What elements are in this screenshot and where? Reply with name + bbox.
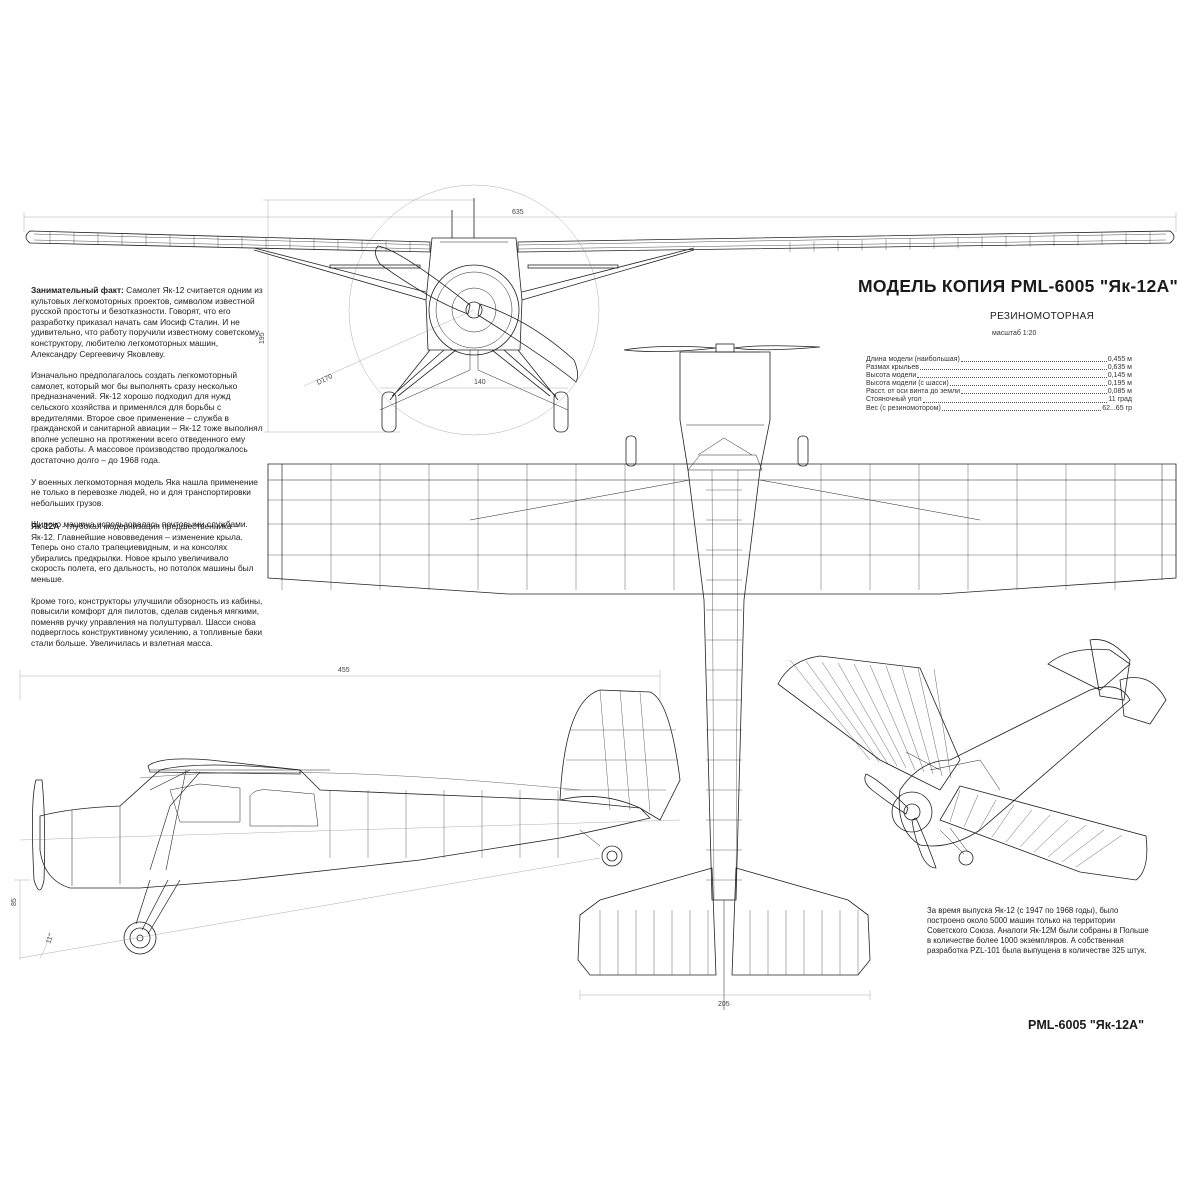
spec-leader	[919, 364, 1107, 371]
dim-angle: 11°	[44, 932, 55, 944]
fact-label: Занимательный факт:	[31, 285, 124, 295]
yak12a-body: - глубокая модернизация предшественника …	[31, 521, 254, 584]
spec-label: Расст. от оси винта до земли	[866, 388, 961, 396]
spec-label: Стояночный угол	[866, 396, 922, 404]
dim-length: 455	[338, 667, 350, 674]
spec-label: Высота модели (с шасси)	[866, 380, 949, 388]
yak12a-text-block: Як-12А - глубокая модернизация предшеств…	[31, 521, 263, 660]
yak12a-label: Як-12А	[31, 521, 60, 531]
spec-leader	[922, 396, 1108, 403]
spec-label: Высота модели	[866, 372, 917, 380]
dim-span: 635	[512, 209, 524, 216]
spec-leader	[960, 356, 1107, 363]
spec-value: 11 град	[1108, 396, 1132, 404]
spec-value: 62...65 гр	[1102, 404, 1132, 412]
dim-prop: D170	[316, 373, 334, 387]
spec-leader	[961, 388, 1107, 395]
dim-height: 195	[259, 332, 266, 344]
dim-track: 140	[474, 379, 486, 386]
spec-row: Вес (с резиномотором) 62...65 гр	[866, 405, 1132, 413]
paragraph-3: Широко машина использовалась почтовыми с…	[31, 519, 248, 530]
spec-label: Размах крыльев	[866, 364, 919, 372]
top-view	[267, 343, 1177, 1010]
history-text: За время выпуска Як-12 (с 1947 по 1968 г…	[927, 906, 1149, 955]
fact-text-block: Занимательный факт: Самолет Як-12 считае…	[31, 285, 263, 541]
spec-value: 0,455 м	[1107, 356, 1132, 363]
spec-row: Размах крыльев 0,635 м	[866, 364, 1132, 372]
spec-leader	[917, 372, 1107, 379]
spec-row: Расст. от оси винта до земли 0,085 м	[866, 388, 1132, 396]
paragraph-2: У военных легкомоторная модель Яка нашла…	[31, 476, 258, 508]
dim-axis-height: 85	[11, 898, 18, 906]
spec-leader	[941, 405, 1102, 411]
paragraph-1: Изначально предполагалось создать легком…	[31, 370, 263, 465]
side-view	[14, 670, 681, 960]
spec-row: Высота модели 0,145 м	[866, 372, 1132, 380]
spec-leader	[949, 380, 1107, 387]
paragraph-last: Кроме того, конструкторы улучшили обзорн…	[31, 595, 263, 648]
spec-value: 0,195 м	[1107, 380, 1132, 388]
fact-paragraph: Занимательный факт: Самолет Як-12 считае…	[31, 285, 263, 359]
spec-value: 0,635 м	[1107, 364, 1132, 372]
footer-title: PML-6005 "Як-12А"	[1028, 1018, 1145, 1032]
perspective-view	[777, 639, 1167, 881]
spec-row: Высота модели (с шасси) 0,195 м	[866, 380, 1132, 388]
spec-row: Длина модели (наибольшая) 0,455 м	[866, 356, 1132, 364]
spec-value: 0,085 м	[1107, 388, 1132, 396]
front-view	[23, 184, 1177, 436]
yak12a-paragraph: Як-12А - глубокая модернизация предшеств…	[31, 521, 263, 585]
page-title: МОДЕЛЬ КОПИЯ PML-6005 "Як-12А"	[858, 276, 1179, 296]
spec-label: Длина модели (наибольшая)	[866, 356, 960, 363]
page-subtitle: РЕЗИНОМОТОРНАЯ	[990, 311, 1095, 322]
scale-label: масштаб 1:20	[992, 330, 1037, 337]
dim-stab-span: 205	[718, 1001, 730, 1008]
fact-body: Самолет Як-12 считается одним из культов…	[31, 285, 263, 359]
spec-row: Стояночный угол 11 град	[866, 396, 1132, 404]
spec-label: Вес (с резиномотором)	[866, 404, 941, 412]
spec-value: 0,145 м	[1107, 372, 1132, 380]
